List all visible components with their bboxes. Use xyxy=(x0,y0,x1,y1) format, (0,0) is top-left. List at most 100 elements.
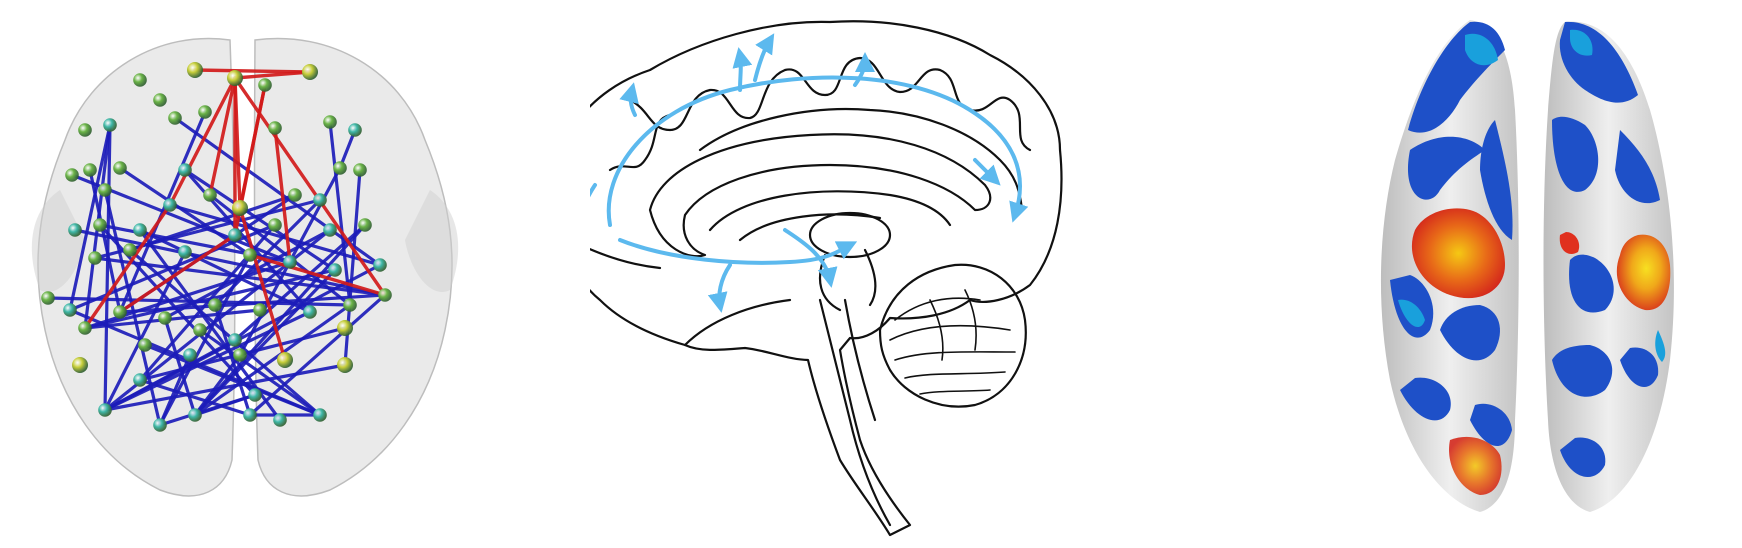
network-node xyxy=(68,223,82,237)
edge-negative xyxy=(83,308,262,330)
network-node xyxy=(138,338,152,352)
network-node xyxy=(158,311,172,325)
network-node xyxy=(323,223,337,237)
network-nodes xyxy=(41,62,392,432)
network-node xyxy=(273,413,287,427)
network-node xyxy=(228,228,242,242)
network-node xyxy=(348,123,362,137)
network-node xyxy=(323,115,337,129)
edge-positive xyxy=(83,203,172,330)
network-node xyxy=(88,251,102,265)
sagittal-brain-figure xyxy=(590,20,1063,537)
cortex-contour xyxy=(590,20,1063,537)
network-node xyxy=(313,408,327,422)
edge-negative xyxy=(163,316,197,417)
right-activation-small xyxy=(1559,232,1580,255)
thalamus xyxy=(808,211,892,259)
network-node xyxy=(268,121,282,135)
network-node xyxy=(163,198,177,212)
cortical-surface-figure xyxy=(1380,20,1674,512)
cerebellum-folia xyxy=(889,289,1016,395)
network-node xyxy=(243,248,257,262)
network-node xyxy=(337,357,353,373)
edge-negative xyxy=(68,223,277,312)
edge-positive xyxy=(118,233,237,314)
network-node xyxy=(228,333,242,347)
network-node xyxy=(188,408,202,422)
network-node xyxy=(288,188,302,202)
edge-negative xyxy=(158,393,257,427)
edge-negative xyxy=(143,343,322,417)
edge-negative xyxy=(103,363,347,412)
left-activation-posterior xyxy=(1449,436,1502,495)
edge-positive xyxy=(248,253,387,297)
network-node xyxy=(328,263,342,277)
arrow-temporal-down xyxy=(707,263,732,313)
network-node xyxy=(78,123,92,137)
fornix xyxy=(708,190,952,242)
network-node xyxy=(103,118,117,132)
network-node xyxy=(93,218,107,232)
network-node xyxy=(243,408,257,422)
network-node xyxy=(113,161,127,175)
gyri-upper xyxy=(628,56,1032,152)
edge-negative xyxy=(83,268,337,330)
network-node xyxy=(63,303,77,317)
edge-positive xyxy=(273,126,292,264)
arrow-top-center xyxy=(753,33,775,82)
network-node xyxy=(178,163,192,177)
arrow-frontal-small xyxy=(619,82,639,117)
edge-positive xyxy=(168,76,237,207)
network-node xyxy=(168,111,182,125)
left-activation xyxy=(1411,208,1505,299)
corpus-callosum xyxy=(648,133,992,258)
network-node xyxy=(178,245,192,259)
edge-negative xyxy=(73,228,387,297)
network-node xyxy=(133,373,147,387)
network-node xyxy=(208,298,222,312)
left-hemisphere xyxy=(1380,20,1519,512)
network-node xyxy=(41,291,55,305)
cerebellum xyxy=(878,263,1027,408)
network-node xyxy=(277,352,293,368)
surface-panel xyxy=(1320,0,1742,548)
edge-positive xyxy=(193,68,312,74)
network-node xyxy=(193,323,207,337)
edge-negative xyxy=(103,338,237,412)
network-node xyxy=(378,288,392,302)
right-temporal-lobe xyxy=(405,190,459,292)
network-node xyxy=(268,218,282,232)
arrow-front-down xyxy=(590,183,597,233)
edge-negative xyxy=(193,223,367,417)
network-node xyxy=(183,348,197,362)
edge-negative xyxy=(68,123,112,312)
network-node xyxy=(153,418,167,432)
network-node xyxy=(337,320,353,336)
edge-positive xyxy=(238,206,287,362)
network-node xyxy=(187,62,203,78)
edge-negative xyxy=(193,303,352,417)
pathway-arrows xyxy=(590,33,1029,313)
left-light-blue-blobs xyxy=(1398,33,1498,328)
edge-positive xyxy=(208,76,237,197)
connectome-panel xyxy=(0,0,500,548)
cingulum-arc xyxy=(606,75,1029,227)
edge-negative xyxy=(193,353,242,417)
network-node xyxy=(302,64,318,80)
network-node xyxy=(133,223,147,237)
brainstem xyxy=(818,298,892,527)
edge-negative xyxy=(163,228,332,320)
network-node xyxy=(153,93,167,107)
network-node xyxy=(78,321,92,335)
network-node xyxy=(113,305,127,319)
edge-negative xyxy=(233,223,367,342)
edge-negative xyxy=(328,120,352,307)
network-node xyxy=(253,303,267,317)
arrow-to-brainstem xyxy=(783,228,838,288)
network-node xyxy=(248,388,262,402)
edge-negative xyxy=(213,303,252,417)
edge-negative xyxy=(138,378,252,417)
network-node xyxy=(227,70,243,86)
network-node xyxy=(133,73,147,87)
edge-negative xyxy=(198,328,322,417)
